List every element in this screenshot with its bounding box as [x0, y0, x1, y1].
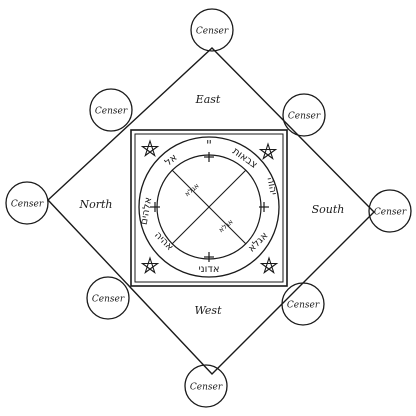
pentagram-icon	[140, 256, 160, 274]
south-label: South	[312, 203, 345, 216]
east-label: East	[195, 93, 221, 106]
censer-label: Censer	[196, 27, 229, 37]
censer-left: Censer	[5, 181, 49, 225]
pentagram-icon	[258, 142, 278, 160]
inner-square-border	[134, 133, 284, 283]
cross-icon	[259, 202, 269, 212]
inner-square	[130, 129, 288, 287]
censer-right: Censer	[368, 189, 412, 233]
pentagram-icon	[259, 256, 279, 274]
ring-text-left: אלהים	[139, 196, 155, 225]
ring-text-lower-right: אגלא	[246, 230, 270, 254]
censer-label: Censer	[374, 208, 407, 218]
censer-label: Censer	[190, 383, 223, 393]
ring-text-top: יי	[207, 136, 212, 149]
censer-label: Censer	[288, 112, 321, 122]
outer-ring	[138, 136, 280, 278]
censer-label: Censer	[287, 301, 320, 311]
censer-lower-right: Censer	[281, 282, 325, 326]
censer-label: Censer	[92, 295, 125, 305]
west-label: West	[195, 304, 223, 317]
censer-top: Censer	[190, 8, 234, 52]
censer-lower-left: Censer	[86, 276, 130, 320]
outer-diamond	[47, 47, 375, 376]
censer-label: Censer	[11, 200, 44, 210]
censer-label: Censer	[95, 107, 128, 117]
pentagram-icon	[140, 139, 160, 157]
ring-text-lower-left: אהיה	[152, 230, 175, 253]
cross-icon	[150, 202, 160, 212]
north-label: North	[78, 198, 112, 211]
ring-text-upper-right: צבאות	[230, 146, 259, 171]
censer-upper-right: Censer	[282, 93, 326, 137]
quadrant-text-lower: אגלא	[217, 218, 235, 235]
ring-text-bottom: אדוני	[198, 264, 219, 275]
censer-upper-left: Censer	[89, 88, 133, 132]
ring-text-right: יהוה	[265, 176, 279, 196]
cross-icon	[204, 152, 214, 162]
ring-diagonal-b	[171, 169, 247, 245]
censer-bottom: Censer	[184, 364, 228, 408]
cross-icon	[204, 252, 214, 262]
